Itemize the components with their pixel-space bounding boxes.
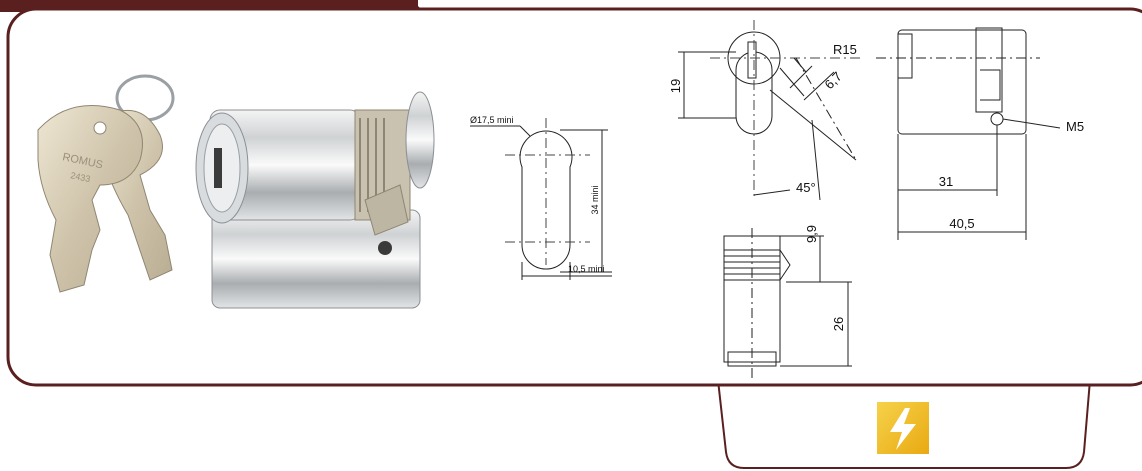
keys-photo: ROMUS 2433 bbox=[37, 74, 175, 293]
side-view-drawing bbox=[876, 27, 1061, 240]
bottom-view-drawing bbox=[723, 228, 852, 378]
main-panel bbox=[6, 7, 1142, 387]
svg-text:2433: 2433 bbox=[70, 170, 92, 184]
front-height-label: 19 bbox=[668, 79, 683, 93]
profile-offset-label: 10,5 mini bbox=[568, 264, 605, 274]
side-40-5-label: 40,5 bbox=[949, 216, 974, 231]
profile-height-label: 34 mini bbox=[590, 185, 600, 214]
bottom-9-9-label: 9,9 bbox=[804, 225, 819, 243]
cylinder-photo bbox=[195, 91, 435, 309]
bottom-26-label: 26 bbox=[831, 317, 846, 331]
front-radius-label: R15 bbox=[833, 42, 857, 57]
lightning-bolt-icon bbox=[877, 402, 929, 454]
side-31-label: 31 bbox=[939, 174, 953, 189]
profile-diameter-label: Ø17,5 mini bbox=[470, 115, 514, 125]
front-view-drawing bbox=[678, 20, 860, 201]
profile-drawing bbox=[470, 118, 612, 280]
front-angle-label: 45° bbox=[796, 180, 816, 195]
side-m5-label: M5 bbox=[1066, 119, 1084, 134]
